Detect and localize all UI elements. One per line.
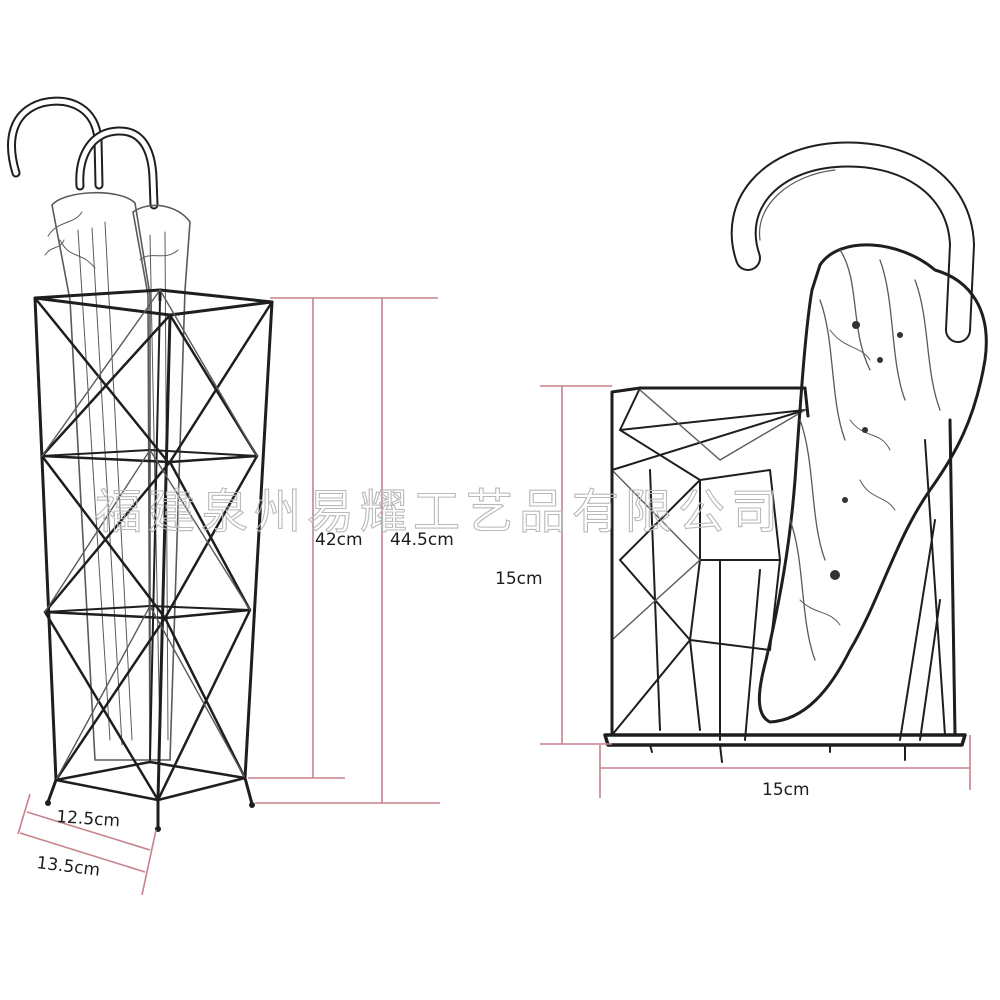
tall-stand-dimension-lines xyxy=(17,297,440,896)
label-width-bottom: 13.5cm xyxy=(35,853,101,881)
label-width-top: 12.5cm xyxy=(56,807,121,831)
umbrella-inside-short-stand xyxy=(757,243,988,724)
label-short-height: 15cm xyxy=(495,569,543,589)
label-height-outer: 44.5cm xyxy=(390,530,454,550)
short-stand-dimension-lines xyxy=(540,385,971,798)
tall-stand-frame xyxy=(33,288,274,832)
label-height-inner: 42cm xyxy=(315,530,363,550)
short-umbrella-stand-sketch xyxy=(540,141,988,798)
short-stand-frame xyxy=(603,386,967,763)
label-short-width: 15cm xyxy=(762,780,810,800)
watermark-company-name: 福建泉州易耀工艺品有限公司 xyxy=(95,485,784,540)
umbrella-inside-tall-stand xyxy=(7,96,191,761)
tall-umbrella-stand-sketch xyxy=(7,96,440,896)
